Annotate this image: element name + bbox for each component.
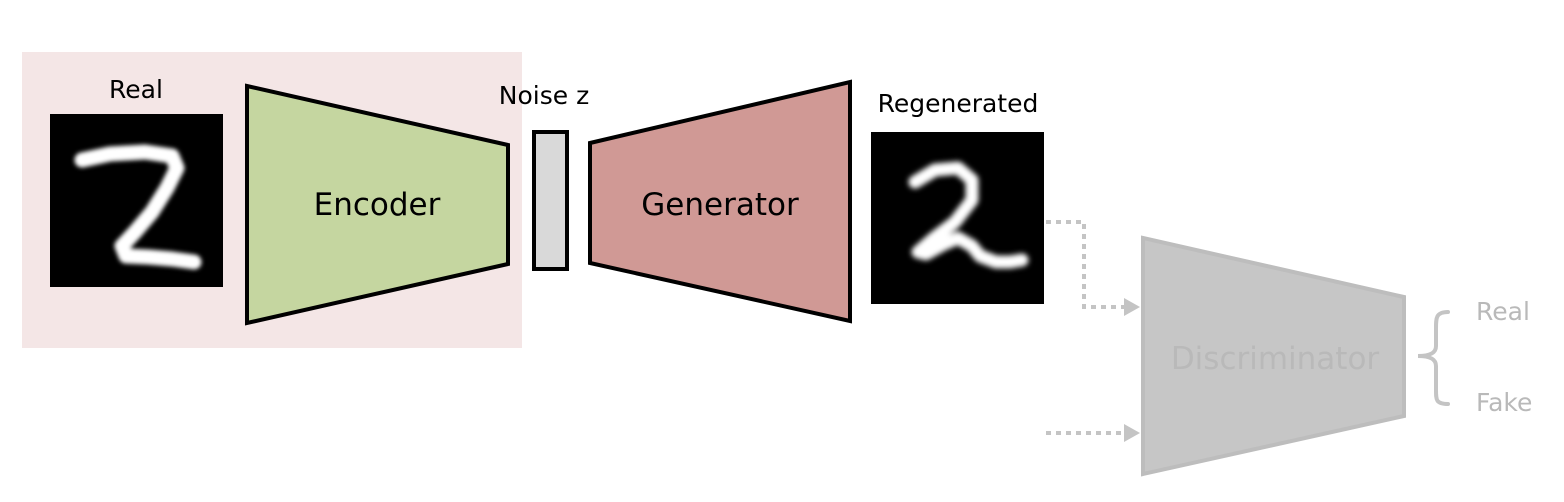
regenerated-digit-image: [871, 132, 1044, 304]
output-real-label: Real: [1476, 297, 1530, 326]
generator-label: Generator: [641, 187, 799, 223]
real-input-label: Real: [109, 75, 163, 104]
discriminator-label: Discriminator: [1171, 341, 1380, 377]
real-digit-image: [50, 114, 223, 287]
real-to-discriminator-arrow: [1046, 424, 1140, 442]
encoder-block: [245, 83, 510, 326]
generator-block: [588, 79, 852, 324]
noise-vector: [532, 130, 569, 271]
discriminator-block: [1141, 235, 1406, 477]
output-brace: [1417, 310, 1450, 406]
regenerated-label: Regenerated: [878, 89, 1039, 118]
output-fake-label: Fake: [1476, 388, 1532, 417]
noise-label: Noise z: [499, 81, 589, 110]
encoder-label: Encoder: [314, 187, 441, 223]
regenerated-to-discriminator-arrow: [1046, 220, 1140, 316]
